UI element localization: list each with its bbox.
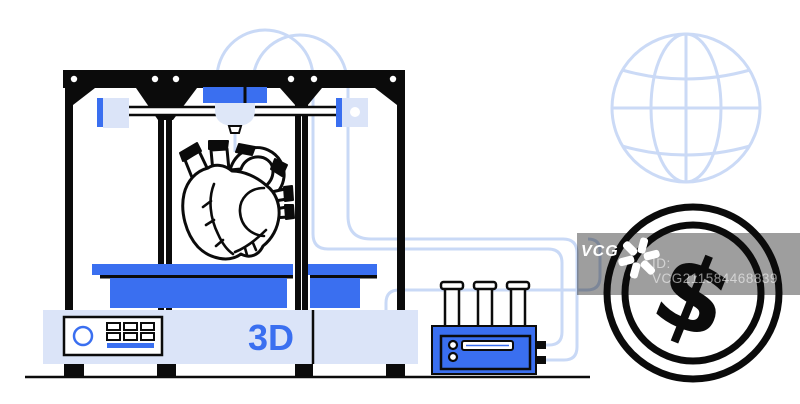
dollar-coin-icon: $ [603,203,783,383]
connector-port-bottom [536,356,546,364]
bioreactor-device [431,280,546,375]
screw-icons [70,75,397,83]
printer-base: 3D [43,310,418,377]
panel-buttons [106,322,155,341]
connector-port-top [536,341,546,349]
print-head [203,87,267,152]
printer-frame [63,70,405,312]
indicator-light [447,351,459,363]
background-tubes [311,88,602,362]
indicator-light [447,339,459,351]
dial-knob [72,325,94,347]
globe-icon [610,32,762,184]
printer-label: 3D [248,317,294,358]
test-tubes [439,280,531,332]
printer-feet [64,364,405,377]
heart-model [179,140,295,261]
background-arcs [215,28,349,83]
build-platform [92,264,377,308]
panel-slider [107,343,154,348]
control-panel [62,315,164,357]
